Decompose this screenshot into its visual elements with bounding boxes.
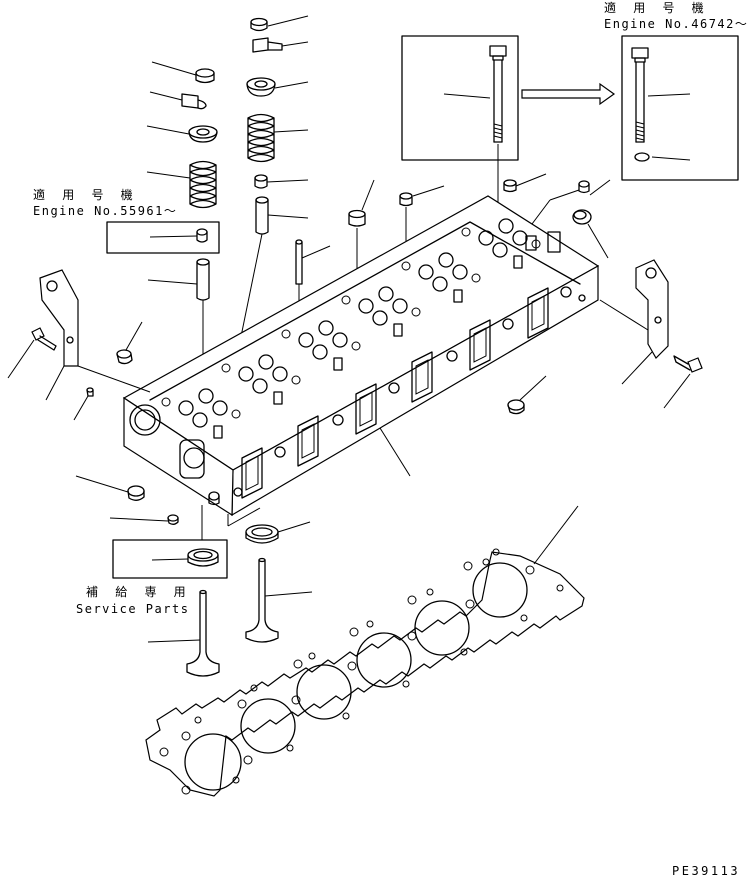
plug-large-right xyxy=(572,209,592,225)
head-bolt-old xyxy=(489,45,507,143)
valve-cap-left xyxy=(195,68,215,84)
lifting-bracket-left xyxy=(39,269,79,367)
applicable-engine-en-left: Engine No.55961～ xyxy=(33,204,178,218)
valve-spring-center xyxy=(247,113,275,163)
spring-retainer-left xyxy=(188,125,218,143)
service-parts-jp: 補 給 専 用 xyxy=(86,585,191,599)
cylinder-head xyxy=(122,195,600,517)
applicable-engine-en-top: Engine No.46742～ xyxy=(604,17,749,31)
valve-guide-center xyxy=(255,196,269,235)
valve-seat-insert-service xyxy=(187,548,219,567)
plug-cup-2 xyxy=(399,192,413,207)
valve-spring-left xyxy=(189,160,217,209)
replacement-arrow-icon xyxy=(521,82,616,106)
bracket-bolt-right xyxy=(673,355,703,373)
dowel-pin-1 xyxy=(295,239,303,285)
plug-small-right xyxy=(578,180,590,194)
intake-valve xyxy=(186,589,220,677)
drawing-number: PE39113 xyxy=(672,864,741,878)
plug-front-left-1 xyxy=(127,485,145,501)
bracket-bolt-left xyxy=(31,327,57,351)
head-bolt-new xyxy=(631,47,649,143)
applicable-engine-jp-top: 適 用 号 機 xyxy=(604,1,709,15)
spring-retainer-center xyxy=(246,77,276,97)
plug-cup-1 xyxy=(348,209,366,227)
plug-front-left-3 xyxy=(208,491,220,506)
valve-stem-seal-small xyxy=(196,228,208,243)
head-bolt-holes xyxy=(161,227,541,419)
valve-keeper-left xyxy=(181,93,207,110)
bolt-old-box xyxy=(401,35,519,161)
lifting-bracket-right xyxy=(635,259,669,359)
service-parts-en: Service Parts xyxy=(76,602,190,616)
valve-seats xyxy=(178,218,528,428)
service-parts-box xyxy=(112,539,228,579)
dowel-pin-small-left xyxy=(86,387,94,397)
gasket-holes xyxy=(159,548,564,795)
valve-seat-insert xyxy=(245,524,279,544)
plug-front-left-2 xyxy=(167,514,179,525)
exhaust-valve xyxy=(245,557,279,643)
bolt-new-box xyxy=(621,35,739,181)
rocker-pedestals xyxy=(213,231,561,439)
plug-left-1 xyxy=(116,349,133,365)
valve-keeper-center xyxy=(252,37,283,53)
bolt-washer xyxy=(634,152,650,162)
applicable-engine-jp-left: 適 用 号 機 xyxy=(33,188,138,202)
plug-front-right xyxy=(507,399,525,415)
valve-seal-box xyxy=(106,221,220,254)
head-gasket xyxy=(145,548,585,797)
valve-guide-left xyxy=(196,258,210,301)
valve-cap-center xyxy=(250,17,268,32)
valve-stem-seal-center xyxy=(254,174,268,189)
plug-cup-3 xyxy=(503,179,517,193)
